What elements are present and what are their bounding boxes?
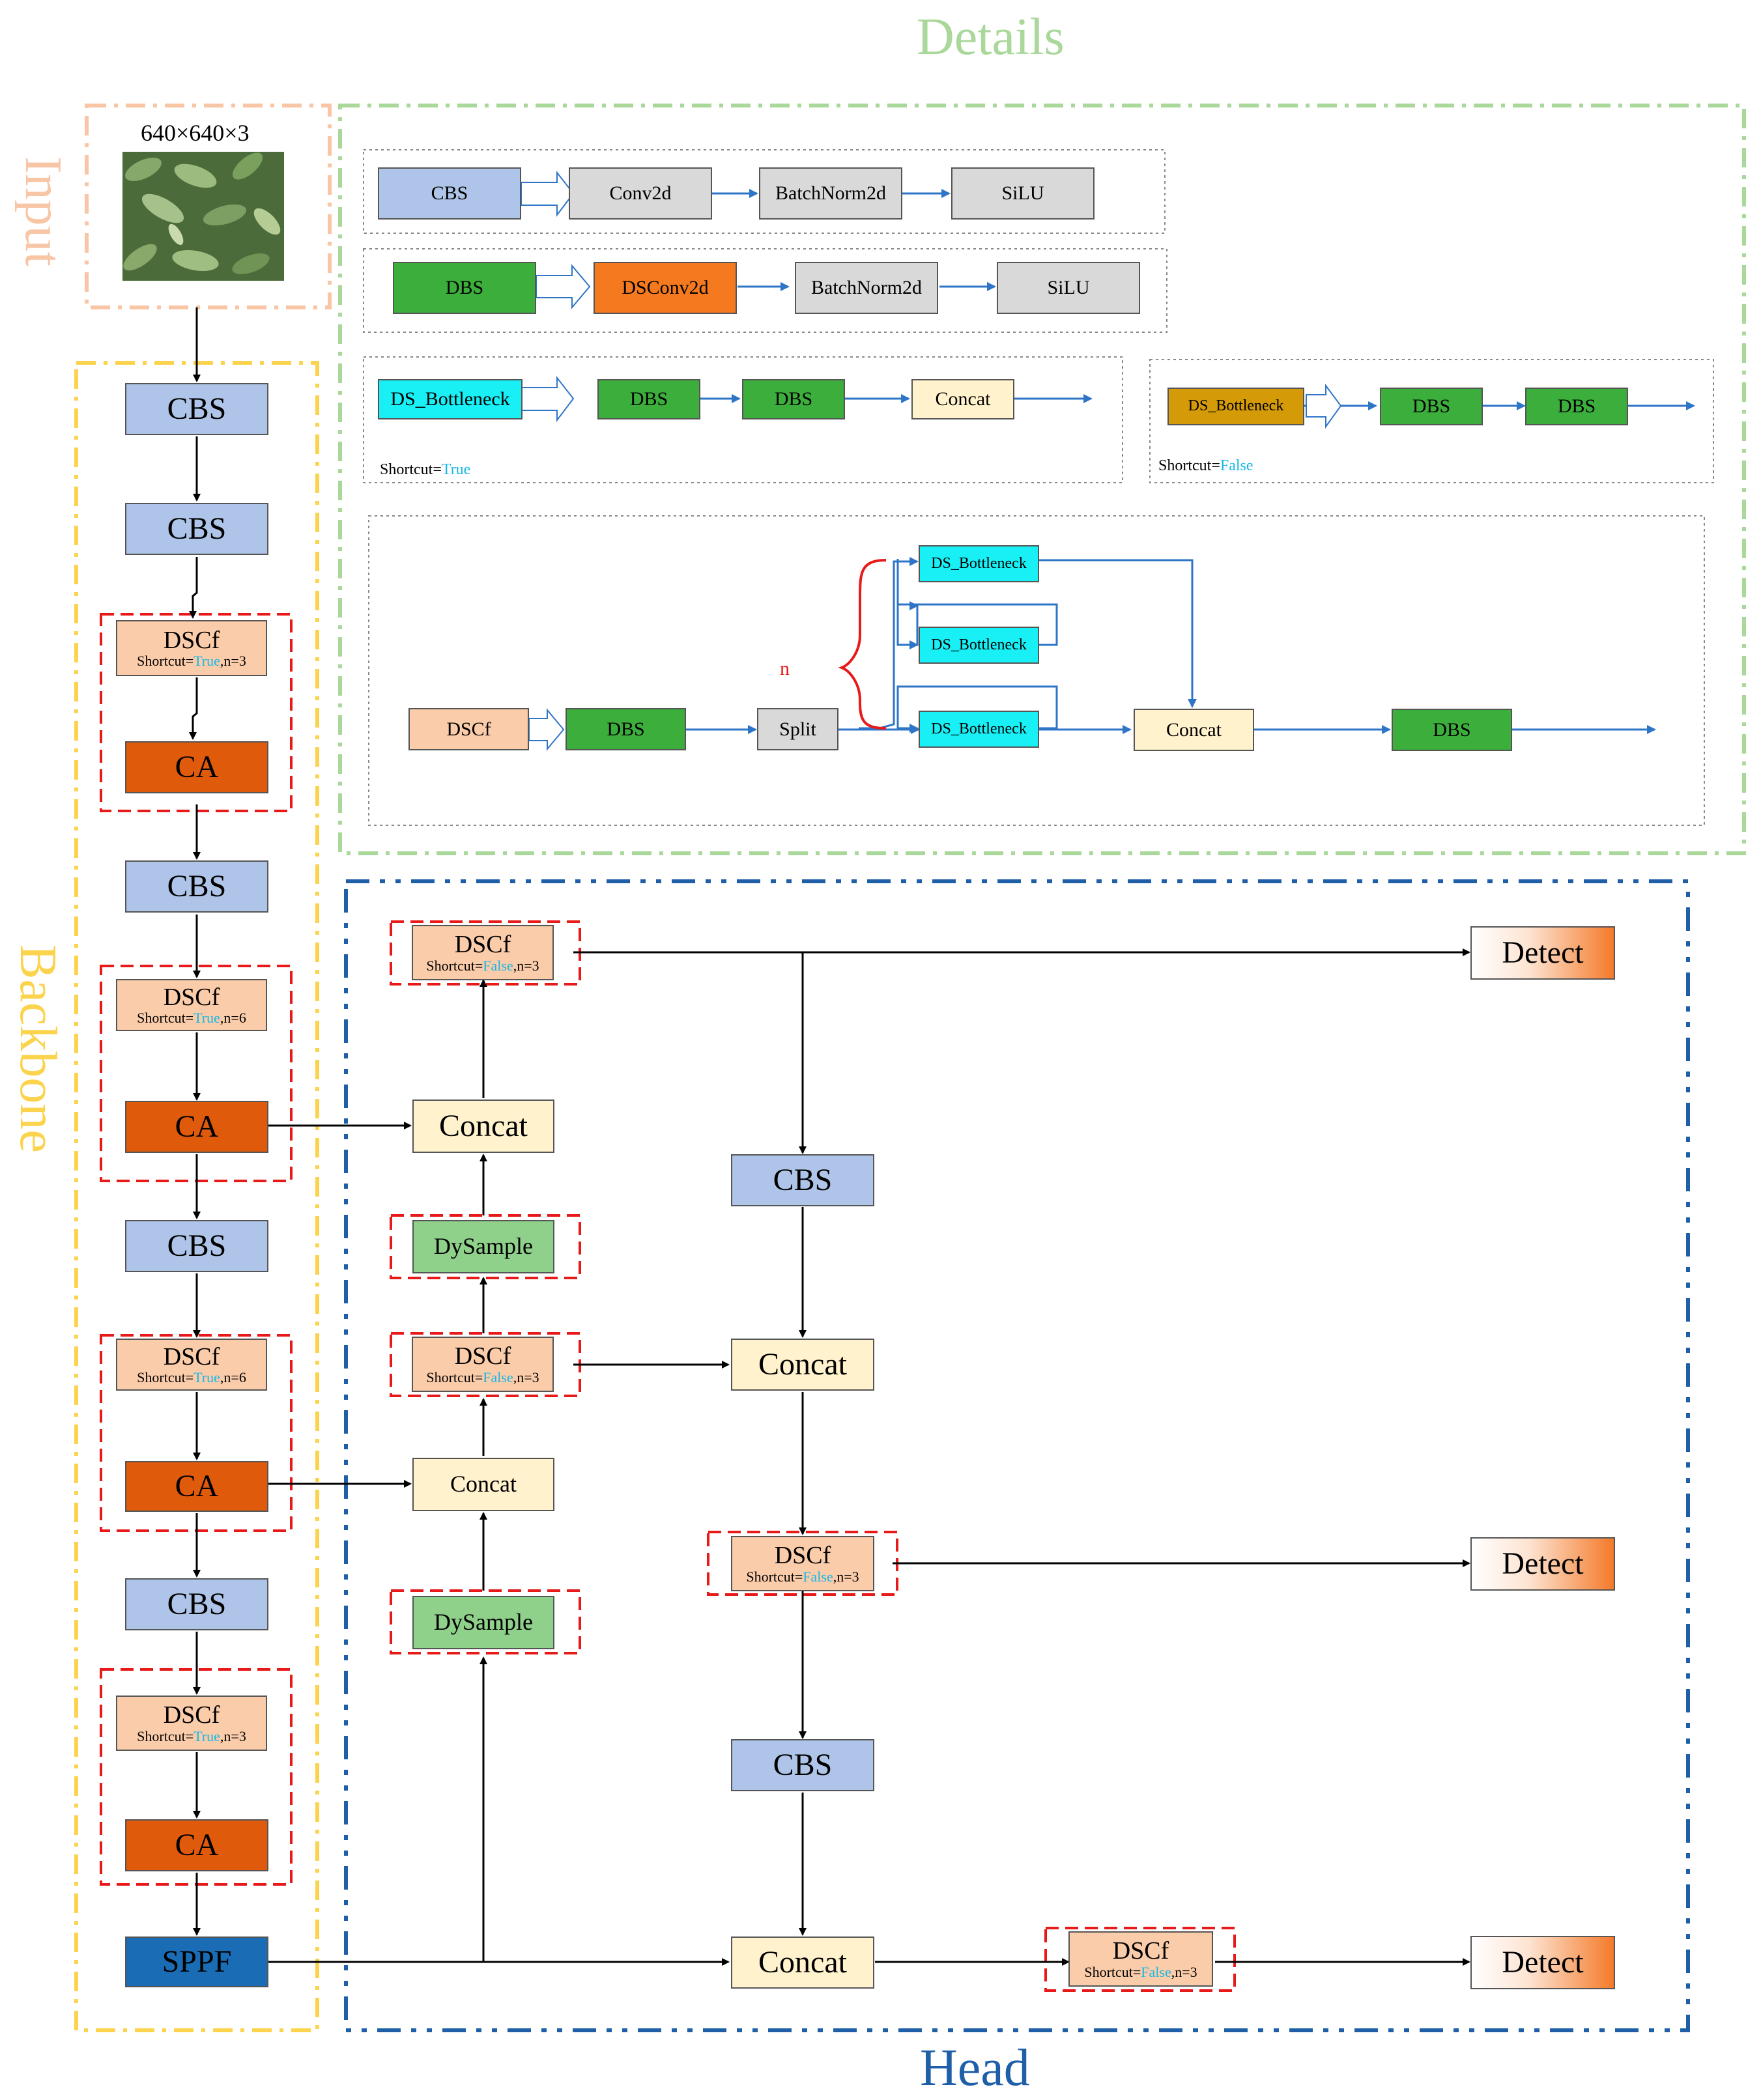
head-dysample-2: DySample [412, 1596, 554, 1649]
head-dscf-2: DSCf Shortcut=False,n=3 [731, 1536, 874, 1591]
detail-batchnorm-1: BatchNorm2d [759, 167, 902, 220]
detail-bottleneck-true-dbs-1: DBS [597, 379, 700, 419]
head-dscf-3: DSCf Shortcut=False,n=3 [1068, 1931, 1213, 1987]
detail-bottleneck-false: DS_Bottleneck [1167, 388, 1304, 425]
detail-silu-2: SiLU [997, 262, 1140, 314]
dscf-shortcut: Shortcut=True,n=6 [137, 1369, 246, 1386]
shortcut-false-label: Shortcut=False [1158, 457, 1253, 474]
red-dashed-groups [100, 613, 1236, 1992]
head-concat-1: Concat [412, 1100, 554, 1153]
head-cbs-2: CBS [731, 1739, 874, 1791]
dscf-shortcut: Shortcut=True,n=3 [137, 653, 246, 670]
backbone-cbs-5: CBS [125, 1578, 268, 1630]
backbone-ca-2: CA [125, 1101, 268, 1153]
input-size-label: 640×640×3 [141, 120, 250, 146]
head-frame [344, 879, 1690, 2032]
detect-2: Detect [1470, 1537, 1615, 1591]
detail-conv2d: Conv2d [569, 167, 712, 220]
detail-bottleneck-true-concat: Concat [911, 379, 1014, 419]
head-concat-4: Concat [731, 1937, 874, 1989]
head-dscf-mid: DSCf Shortcut=False,n=3 [412, 1337, 554, 1392]
dscf-shortcut: Shortcut=True,n=3 [137, 1727, 246, 1744]
backbone-dscf-2: DSCf Shortcut=True,n=6 [116, 979, 267, 1031]
dscf-shortcut: Shortcut=False,n=3 [746, 1568, 859, 1585]
detail-dbs: DBS [393, 262, 536, 314]
detail-cbs: CBS [378, 167, 521, 220]
head-dysample-1: DySample [412, 1220, 554, 1273]
backbone-ca-3: CA [125, 1461, 268, 1512]
head-concat-3: Concat [731, 1339, 874, 1391]
detail-arrows [684, 189, 1695, 734]
detail-split: Split [757, 708, 838, 750]
input-image [122, 152, 284, 281]
detail-ds-bottleneck-1: DS_Bottleneck [919, 545, 1039, 582]
dscf-shortcut: Shortcut=False,n=3 [426, 957, 539, 974]
backbone-cbs-2: CBS [125, 503, 268, 555]
repeat-n-label: n [780, 658, 790, 679]
details-frame [338, 104, 1746, 855]
backbone-dscf-4: DSCf Shortcut=True,n=3 [116, 1696, 267, 1751]
dscf-label: DSCf [163, 1342, 220, 1370]
dscf-label: DSCf [163, 1701, 220, 1729]
head-cbs-1: CBS [731, 1154, 874, 1206]
detail-batchnorm-2: BatchNorm2d [795, 262, 938, 314]
detect-3: Detect [1470, 1936, 1615, 1989]
backbone-ca-1: CA [125, 741, 268, 793]
backbone-title: Backbone [9, 944, 66, 1153]
detail-dscf: DSCf [408, 708, 529, 750]
backbone-cbs-4: CBS [125, 1220, 268, 1272]
head-arrows [268, 948, 1470, 1966]
backbone-arrows [189, 307, 201, 1936]
head-concat-2: Concat [412, 1458, 554, 1511]
dscf-shortcut: Shortcut=False,n=3 [426, 1369, 539, 1385]
dscf-label: DSCf [774, 1542, 831, 1569]
backbone-cbs-3: CBS [125, 860, 268, 913]
backbone-dscf-3: DSCf Shortcut=True,n=6 [116, 1339, 267, 1391]
backbone-dscf-1: DSCf Shortcut=True,n=3 [116, 620, 267, 676]
details-subframes [363, 149, 1714, 826]
dscf-label: DSCf [454, 931, 511, 958]
detail-dscf-dbs-in: DBS [566, 708, 686, 750]
dscf-label: DSCf [163, 626, 220, 654]
detail-bottleneck-true-dbs-2: DBS [742, 379, 845, 419]
backbone-cbs-1: CBS [125, 383, 268, 435]
detect-1: Detect [1470, 926, 1615, 980]
detail-dsconv2d: DSConv2d [594, 262, 737, 314]
details-title: Details [917, 8, 1065, 66]
detail-ds-bottleneck-3: DS_Bottleneck [919, 711, 1039, 748]
dscf-shortcut: Shortcut=True,n=6 [137, 1010, 246, 1027]
detail-dscf-concat: Concat [1134, 709, 1254, 751]
detail-bottleneck-true: DS_Bottleneck [378, 379, 523, 419]
dscf-label: DSCf [1112, 1937, 1169, 1965]
shortcut-true-label: Shortcut=True [380, 461, 471, 478]
n-brace [838, 559, 887, 730]
dscf-shortcut: Shortcut=False,n=3 [1084, 1963, 1197, 1980]
detail-silu-1: SiLU [951, 167, 1095, 220]
backbone-ca-4: CA [125, 1819, 268, 1871]
dscf-label: DSCf [454, 1342, 511, 1370]
hollow-arrows [521, 171, 1342, 751]
backbone-sppf: SPPF [125, 1937, 268, 1987]
head-dscf-top: DSCf Shortcut=False,n=3 [412, 925, 554, 980]
head-title: Head [920, 2039, 1030, 2097]
detail-dscf-dbs-out: DBS [1392, 709, 1512, 751]
detail-bottleneck-false-dbs-1: DBS [1380, 388, 1483, 425]
input-frame [85, 104, 332, 309]
detail-ds-bottleneck-2: DS_Bottleneck [919, 627, 1039, 664]
detail-bottleneck-false-dbs-2: DBS [1525, 388, 1628, 425]
dscf-label: DSCf [163, 983, 220, 1011]
input-title: Input [14, 156, 72, 266]
